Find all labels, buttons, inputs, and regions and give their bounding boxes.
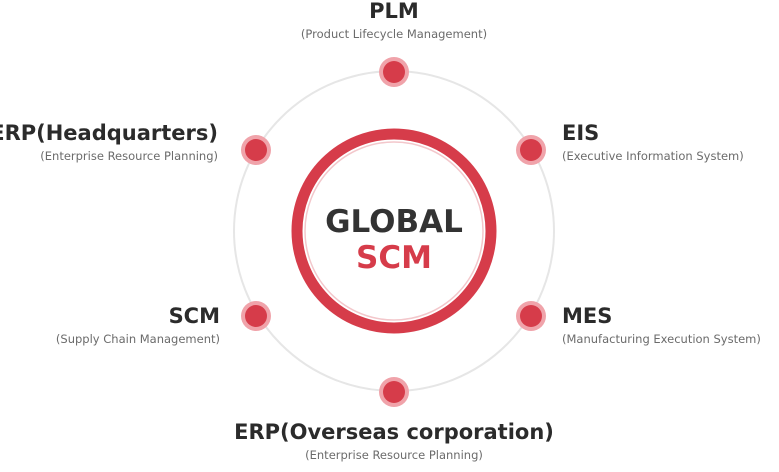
node-label-erp-hq: ERP(Headquarters) (Enterprise Resource P… (0, 120, 218, 164)
node-subtitle-eis: (Executive Information System) (562, 149, 744, 163)
node-title-erp-overseas: ERP(Overseas corporation) (234, 420, 554, 444)
hub-title-global: GLOBAL (325, 204, 463, 240)
node-label-eis: EIS (Executive Information System) (562, 120, 744, 164)
node-title-scm: SCM (168, 304, 220, 328)
node-label-scm: SCM (Supply Chain Management) (56, 303, 220, 347)
node-dot-erp-overseas[interactable] (379, 377, 409, 407)
hub-title-scm: SCM (356, 240, 432, 276)
node-title-eis: EIS (562, 121, 600, 145)
hub-outer-ring (291, 128, 497, 334)
node-label-mes: MES (Manufacturing Execution System) (562, 303, 761, 347)
node-title-plm: PLM (369, 0, 419, 23)
node-label-plm: PLM (Product Lifecycle Management) (244, 0, 544, 42)
hub-fill (306, 143, 482, 319)
node-subtitle-plm: (Product Lifecycle Management) (300, 27, 488, 41)
node-subtitle-erp-overseas: (Enterprise Resource Planning) (305, 448, 483, 462)
node-dot-eis[interactable] (516, 135, 546, 165)
node-title-erp-hq: ERP(Headquarters) (0, 121, 218, 145)
node-dot-plm[interactable] (379, 57, 409, 87)
node-title-mes: MES (562, 304, 613, 328)
node-dot-erp-hq[interactable] (241, 135, 271, 165)
node-dot-scm[interactable] (241, 301, 271, 331)
node-subtitle-scm: (Supply Chain Management) (55, 332, 220, 346)
node-label-erp-overseas: ERP(Overseas corporation) (Enterprise Re… (194, 419, 594, 463)
node-dot-mes[interactable] (516, 301, 546, 331)
node-subtitle-mes: (Manufacturing Execution System) (562, 332, 761, 346)
node-subtitle-erp-hq: (Enterprise Resource Planning) (40, 149, 218, 163)
hub-inner-ring (304, 141, 484, 321)
